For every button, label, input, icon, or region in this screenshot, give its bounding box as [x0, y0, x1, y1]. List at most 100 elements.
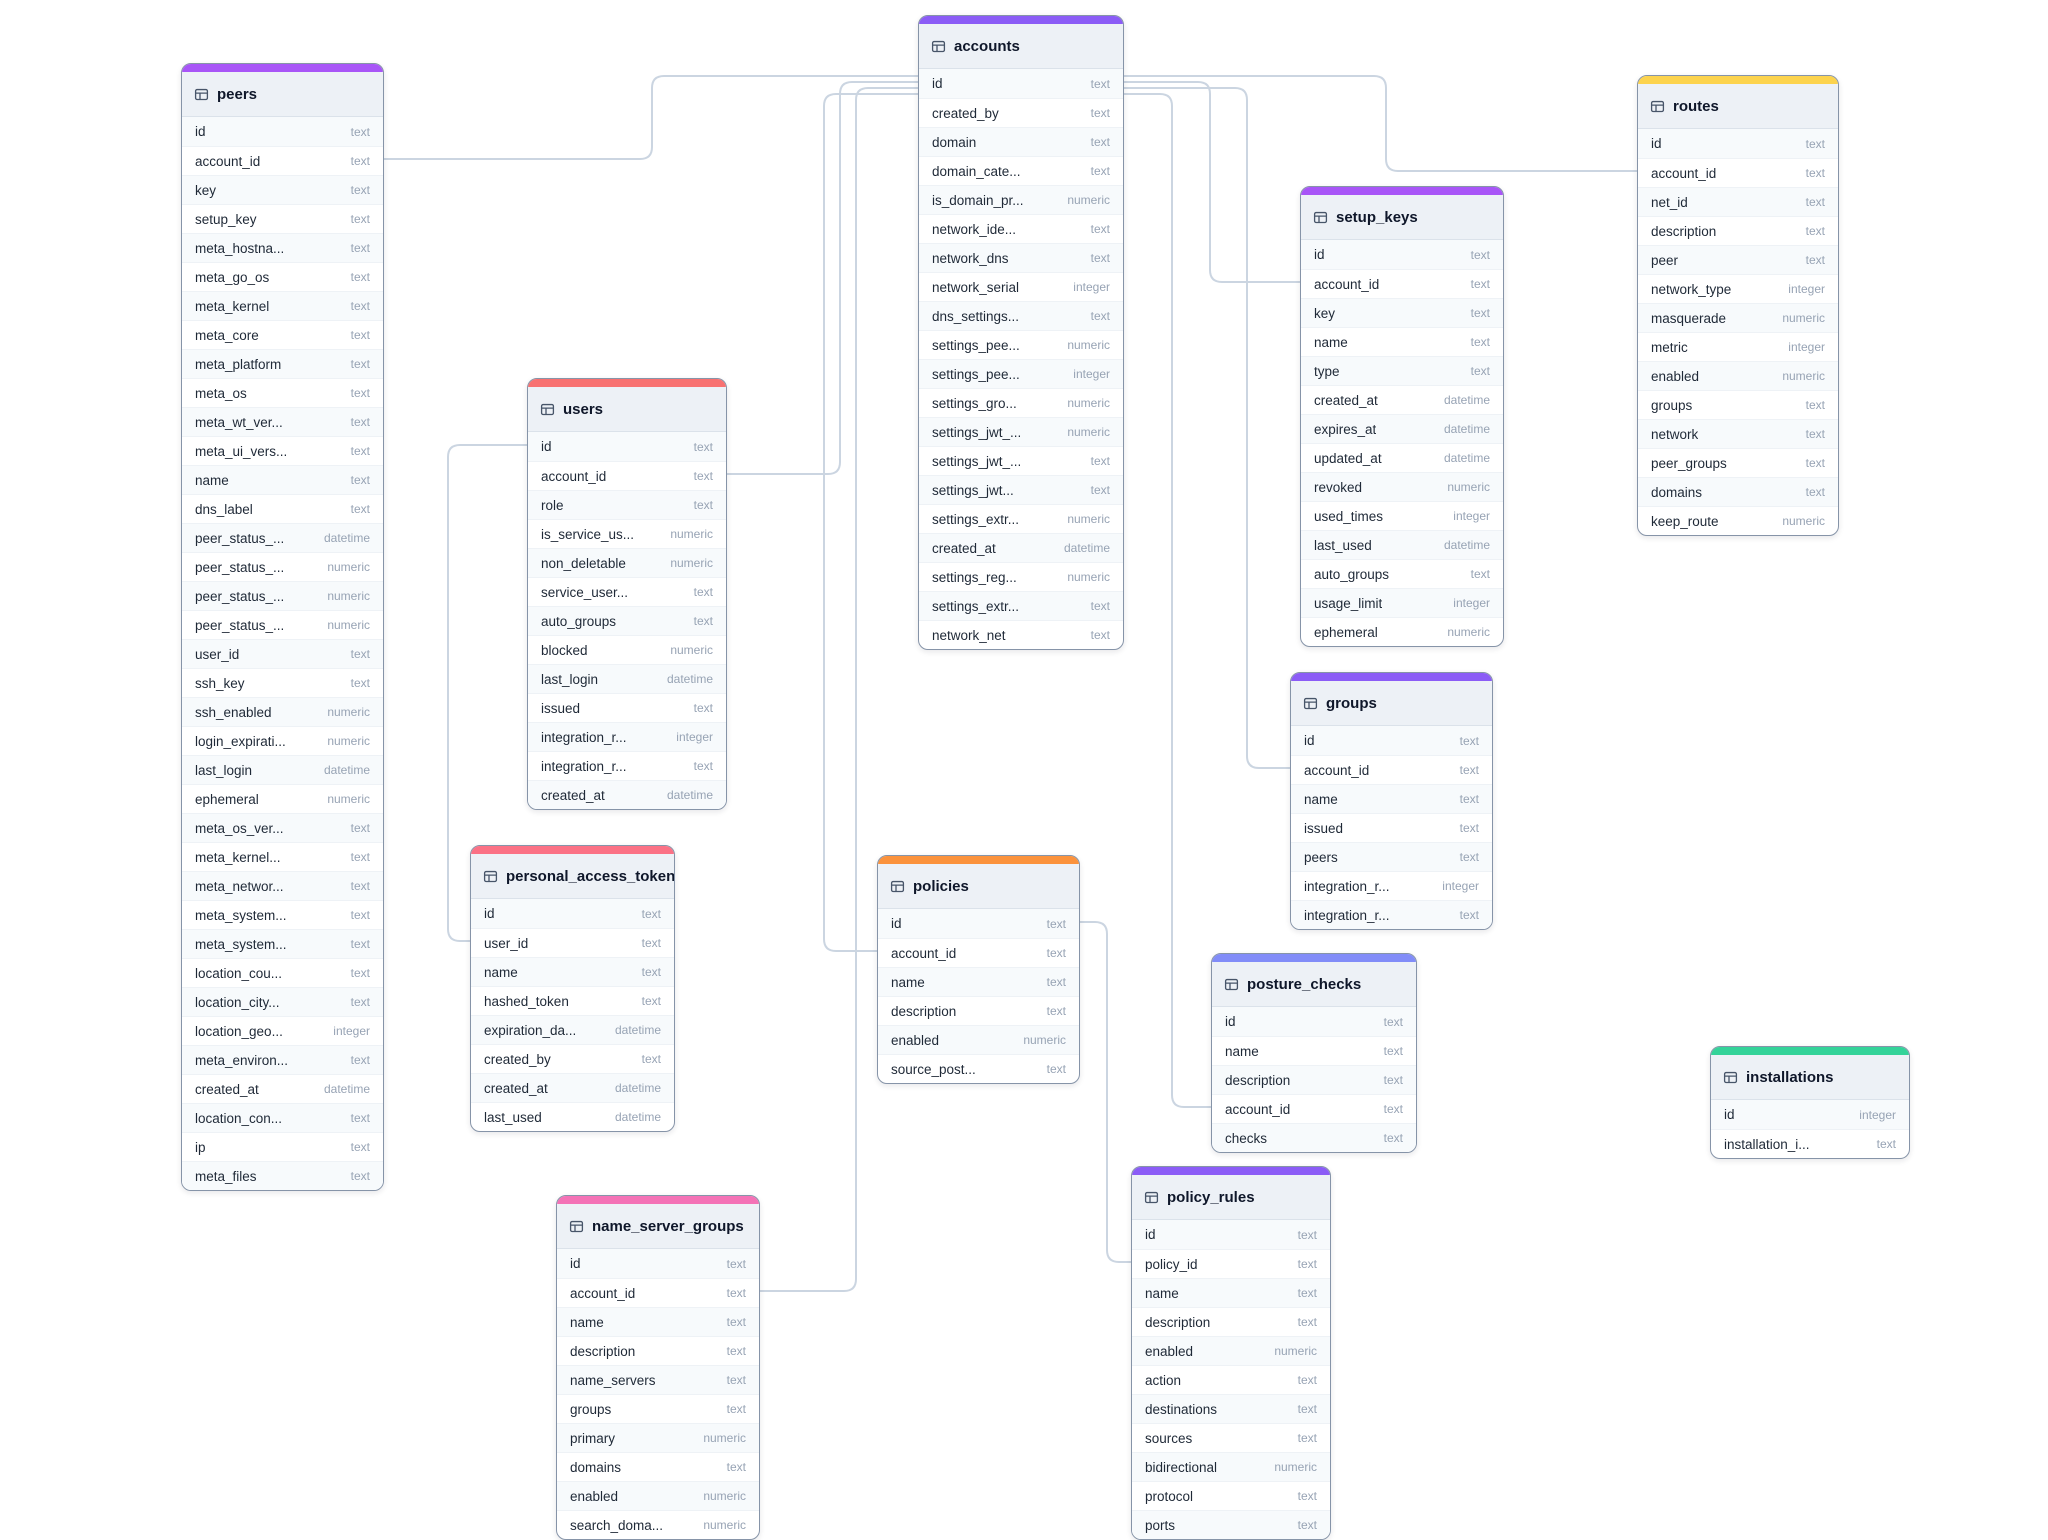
table-header-routes[interactable]: routes [1638, 84, 1838, 129]
field-row-peers-meta_networ[interactable]: meta_networ...text [182, 871, 383, 900]
field-row-peers-meta_system[interactable]: meta_system...text [182, 900, 383, 929]
field-row-users-service_user[interactable]: service_user...text [528, 577, 726, 606]
table-header-name_server_groups[interactable]: name_server_groups [557, 1204, 759, 1249]
field-row-peers-meta_hostna[interactable]: meta_hostna...text [182, 233, 383, 262]
field-row-peers-peer_status_[interactable]: peer_status_...datetime [182, 523, 383, 552]
field-row-personal_access_tokens-expiration_da[interactable]: expiration_da...datetime [471, 1015, 674, 1044]
field-row-peers-peer_status_[interactable]: peer_status_...numeric [182, 581, 383, 610]
field-row-peers-location_geo[interactable]: location_geo...integer [182, 1016, 383, 1045]
field-row-peers-meta_os_ver[interactable]: meta_os_ver...text [182, 813, 383, 842]
field-row-peers-meta_kernel[interactable]: meta_kernel...text [182, 842, 383, 871]
table-header-policies[interactable]: policies [878, 864, 1079, 909]
table-header-installations[interactable]: installations [1711, 1055, 1909, 1100]
field-row-accounts-settings_jwt[interactable]: settings_jwt...text [919, 475, 1123, 504]
table-header-users[interactable]: users [528, 387, 726, 432]
field-row-groups-integration_r[interactable]: integration_r...text [1291, 900, 1492, 929]
table-header-accounts[interactable]: accounts [919, 24, 1123, 69]
field-row-peers-meta_environ[interactable]: meta_environ...text [182, 1045, 383, 1074]
field-row-peers-meta_system[interactable]: meta_system...text [182, 929, 383, 958]
field-row-policies-source_post[interactable]: source_post...text [878, 1054, 1079, 1083]
table-header-setup_keys[interactable]: setup_keys [1301, 195, 1503, 240]
field-row-peers-location_cou[interactable]: location_cou...text [182, 958, 383, 987]
field-row-accounts-settings_reg[interactable]: settings_reg...numeric [919, 562, 1123, 591]
field-row-accounts-settings_jwt_[interactable]: settings_jwt_...numeric [919, 417, 1123, 446]
field-row-accounts-dns_settings[interactable]: dns_settings...text [919, 301, 1123, 330]
field-row-peers-meta_ui_vers[interactable]: meta_ui_vers...text [182, 436, 383, 465]
field-row-users-integration_r[interactable]: integration_r...text [528, 751, 726, 780]
